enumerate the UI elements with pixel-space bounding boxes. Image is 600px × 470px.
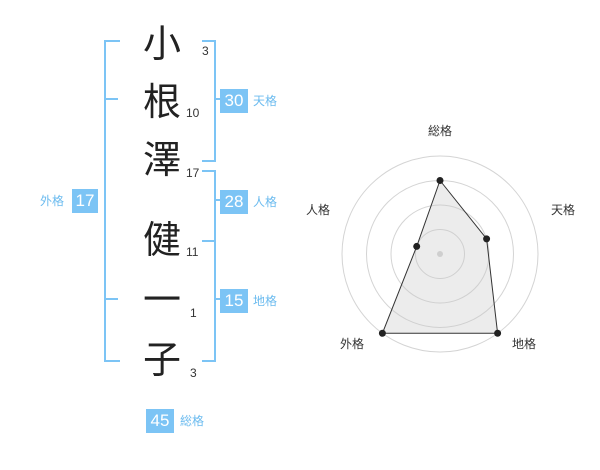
radar-point-4 — [378, 329, 386, 337]
radar-axis-label-2: 天格 — [550, 203, 575, 217]
name-char-2: 根 — [142, 80, 181, 124]
stroke-count-6: 3 — [190, 366, 197, 380]
tenkaku-connector — [214, 98, 220, 100]
tenkaku-label: 天格 — [253, 94, 278, 108]
radar-axis-label-1: 総格 — [427, 124, 452, 138]
radar-axis-label-5: 人格 — [305, 203, 330, 217]
chikaku-label: 地格 — [253, 294, 278, 308]
chikaku-bracket — [202, 240, 216, 362]
tenkaku-value: 30 — [220, 89, 248, 113]
name-char-6: 子 — [142, 338, 181, 382]
gaikaku-value: 17 — [72, 189, 98, 213]
radar-ring-2 — [390, 204, 490, 304]
stroke-count-4: 11 — [186, 245, 199, 259]
jinkaku-connector — [214, 199, 220, 201]
soukaku-value: 45 — [146, 409, 174, 433]
radar-center — [437, 251, 443, 257]
radar-point-1 — [436, 177, 444, 184]
radar-axis-label-3: 地格 — [511, 337, 536, 351]
chikaku-value: 15 — [220, 289, 248, 313]
stroke-count-1: 3 — [202, 44, 209, 58]
radar-point-3 — [494, 329, 502, 337]
name-char-5: 一 — [142, 278, 181, 322]
soukaku-label: 総格 — [180, 414, 205, 428]
jinkaku-value: 28 — [220, 190, 248, 214]
gaikaku-label: 外格 — [40, 194, 65, 208]
stroke-count-5: 1 — [190, 306, 197, 320]
gaikaku-bracket-tick-top — [104, 98, 118, 100]
radar-point-5 — [413, 242, 421, 250]
chikaku-connector — [214, 298, 220, 300]
name-char-1: 小 — [142, 22, 181, 66]
gaikaku-bracket-tick-bottom — [104, 298, 118, 300]
gaikaku-bracket — [104, 40, 120, 362]
radar-ring-4 — [341, 155, 539, 353]
name-char-4: 健 — [142, 218, 181, 262]
radar-ring-1 — [415, 229, 465, 279]
radar-point-2 — [483, 235, 491, 243]
stroke-count-2: 10 — [186, 106, 200, 120]
jinkaku-label: 人格 — [253, 195, 278, 209]
tenkaku-bracket — [202, 40, 216, 162]
radar-axis-label-4: 外格 — [339, 337, 364, 351]
stroke-count-3: 17 — [186, 166, 200, 180]
name-char-3: 澤 — [142, 138, 181, 182]
